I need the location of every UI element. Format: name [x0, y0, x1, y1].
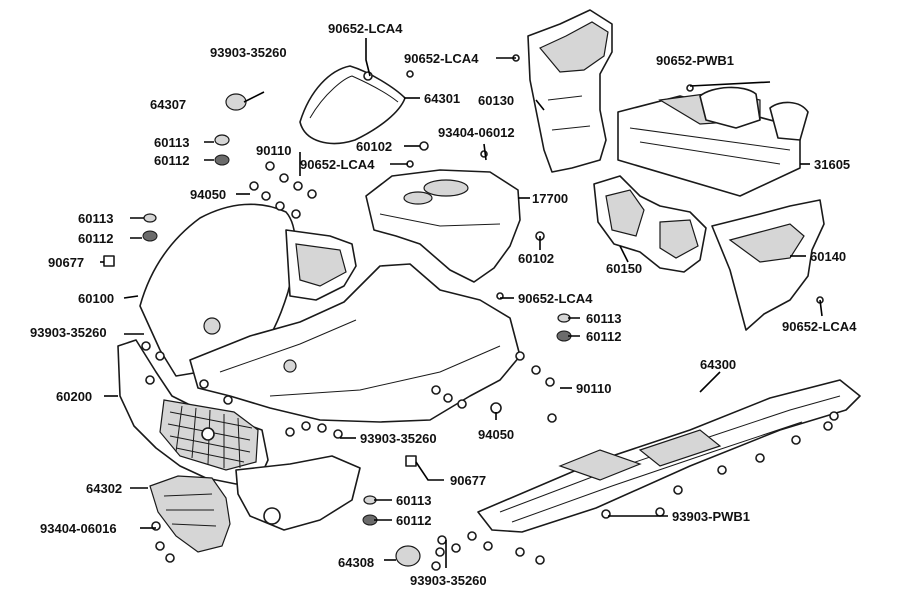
part-60130-drawing	[527, 9, 613, 173]
part-64301-drawing	[299, 65, 406, 145]
part-64300-drawing	[477, 379, 861, 533]
part-label-60130: 60130	[478, 93, 515, 108]
part-label-60150: 60150	[606, 261, 643, 276]
part-17700-drawing	[365, 169, 521, 283]
leader-lines	[100, 38, 823, 568]
part-label-93404-06016: 93404-06016	[40, 521, 117, 536]
part-label-60100: 60100	[78, 291, 115, 306]
part-label-60200: 60200	[56, 389, 93, 404]
part-60150-drawing	[593, 175, 707, 273]
part-label-60112: 60112	[78, 231, 114, 246]
part-label-93903-35260: 93903-35260	[30, 325, 107, 340]
part-label-60113: 60113	[396, 493, 432, 508]
part-60140-drawing	[711, 199, 825, 331]
part-label-94050: 94050	[190, 187, 227, 202]
part-label-60112: 60112	[586, 329, 622, 344]
part-label-17700: 17700	[532, 191, 569, 206]
part-64302-drawing	[149, 475, 231, 553]
part-label-90652-lca4: 90652-LCA4	[404, 51, 479, 66]
part-label-93903-35260: 93903-35260	[360, 431, 437, 446]
part-60100-drawing	[139, 203, 521, 423]
part-label-93903-35260: 93903-35260	[210, 45, 287, 60]
part-label-93903-35260: 93903-35260	[410, 573, 487, 588]
part-label-60113: 60113	[154, 135, 190, 150]
part-label-90652-lca4: 90652-LCA4	[782, 319, 857, 334]
part-31605-drawing	[617, 86, 809, 197]
part-label-60113: 60113	[78, 211, 114, 226]
part-label-90677: 90677	[450, 473, 487, 488]
part-label-90652-lca4: 90652-LCA4	[300, 157, 375, 172]
part-label-60112: 60112	[396, 513, 432, 528]
part-label-60102: 60102	[356, 139, 393, 154]
part-label-60113: 60113	[586, 311, 622, 326]
part-label-64302: 64302	[86, 481, 123, 496]
part-label-94050: 94050	[478, 427, 515, 442]
part-label-90652-lca4: 90652-LCA4	[518, 291, 593, 306]
part-label-90652-pwb1: 90652-PWB1	[656, 53, 735, 68]
part-label-64301: 64301	[424, 91, 461, 106]
part-label-60112: 60112	[154, 153, 190, 168]
part-label-64307: 64307	[150, 97, 187, 112]
part-label-93903-pwb1: 93903-PWB1	[672, 509, 751, 524]
part-label-90652-lca4: 90652-LCA4	[328, 21, 403, 36]
part-label-90110: 90110	[576, 381, 612, 396]
part-label-64300: 64300	[700, 357, 737, 372]
part-label-60140: 60140	[810, 249, 847, 264]
part-label-93404-06012: 93404-06012	[438, 125, 515, 140]
part-label-90110: 90110	[256, 143, 292, 158]
part-label-64308: 64308	[338, 555, 375, 570]
part-label-90677: 90677	[48, 255, 85, 270]
part-60200-drawing	[117, 339, 361, 531]
part-label-60102: 60102	[518, 251, 555, 266]
part-label-31605: 31605	[814, 157, 851, 172]
